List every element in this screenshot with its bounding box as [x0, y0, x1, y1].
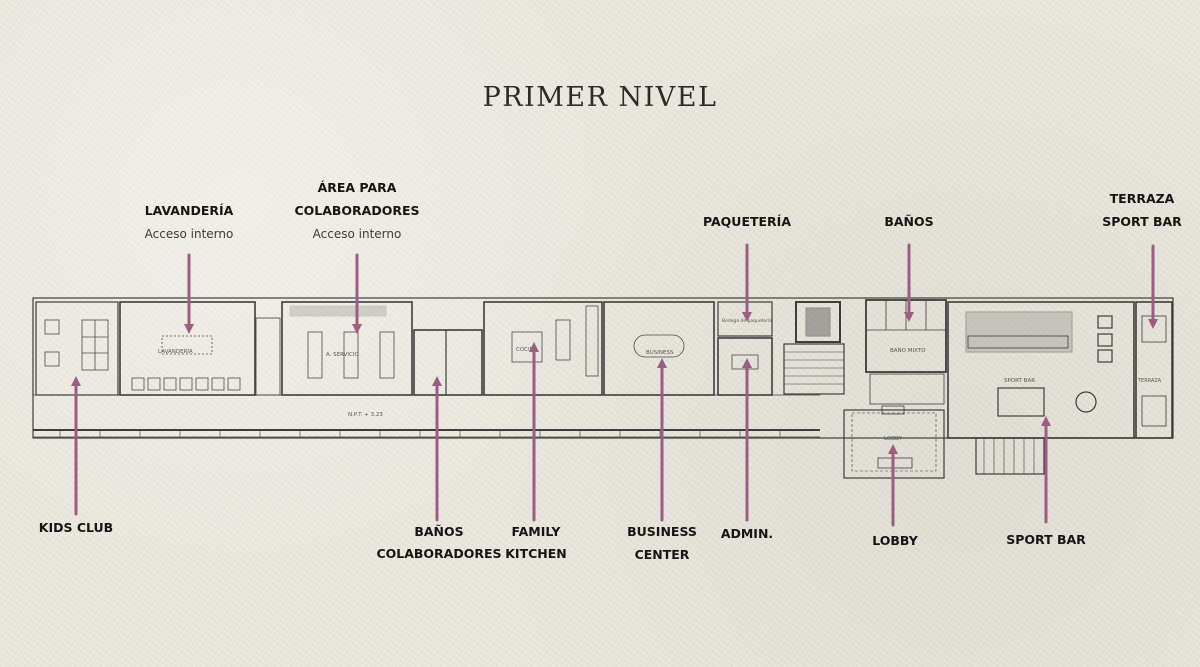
label-kids-club: KIDS CLUB [38, 520, 114, 535]
label-area-line2: COLABORADORES [294, 203, 420, 218]
label-area-line1: ÁREA PARA [317, 180, 397, 195]
stair [783, 343, 845, 395]
room-paqueteria [717, 301, 773, 337]
building-outline [32, 297, 1174, 439]
label-admin: ADMIN. [720, 526, 774, 541]
room-business-center [603, 301, 715, 396]
plan-text-cocina: COCINA [516, 347, 538, 353]
label-lavanderia: LAVANDERÍA [144, 203, 234, 218]
label-business-line2: CENTER [634, 547, 690, 562]
label-banos-col-line2: COLABORADORES [376, 546, 502, 561]
label-terraza-line2: SPORT BAR [1102, 214, 1182, 229]
label-area-sub: Acceso interno [312, 227, 402, 241]
label-banos: BAÑOS [884, 214, 934, 229]
bar-counter [965, 311, 1073, 353]
page-title: PRIMER NIVEL [482, 82, 718, 113]
room-family-kitchen [483, 301, 603, 396]
label-paqueteria: PAQUETERÍA [702, 214, 792, 229]
label-sport-bar: SPORT BAR [1006, 532, 1086, 547]
room-admin [717, 337, 773, 396]
plan-text-terraza: TERRAZA [1137, 378, 1162, 384]
plan-text-npt: N.P.T. + 3.23 [348, 412, 383, 418]
plan-text-bano-mixto: BAÑO MIXTO [890, 347, 926, 354]
label-lavanderia-sub: Acceso interno [144, 227, 234, 241]
room-banos-colaboradores [413, 329, 483, 396]
plan-text-servicio: A. SERVICIO [326, 352, 359, 358]
label-family-line1: FAMILY [511, 524, 561, 539]
room-area-servicio [281, 301, 413, 396]
plan-text-lobby: LOBBY [884, 436, 902, 442]
label-family-line2: KITCHEN [505, 546, 567, 561]
pool-table [997, 387, 1045, 417]
label-terraza-line1: TERRAZA [1109, 191, 1175, 206]
elevator-core [795, 301, 841, 343]
label-banos-col-line1: BAÑOS [414, 524, 464, 539]
plan-text-lavanderia: LAVANDERÍA [158, 348, 193, 355]
label-business-line1: BUSINESS [627, 524, 697, 539]
plan-text-business: BUSINESS [646, 350, 674, 356]
label-lobby: LOBBY [872, 533, 918, 548]
plan-text-sport-bar: SPORT BAR [1004, 378, 1035, 384]
